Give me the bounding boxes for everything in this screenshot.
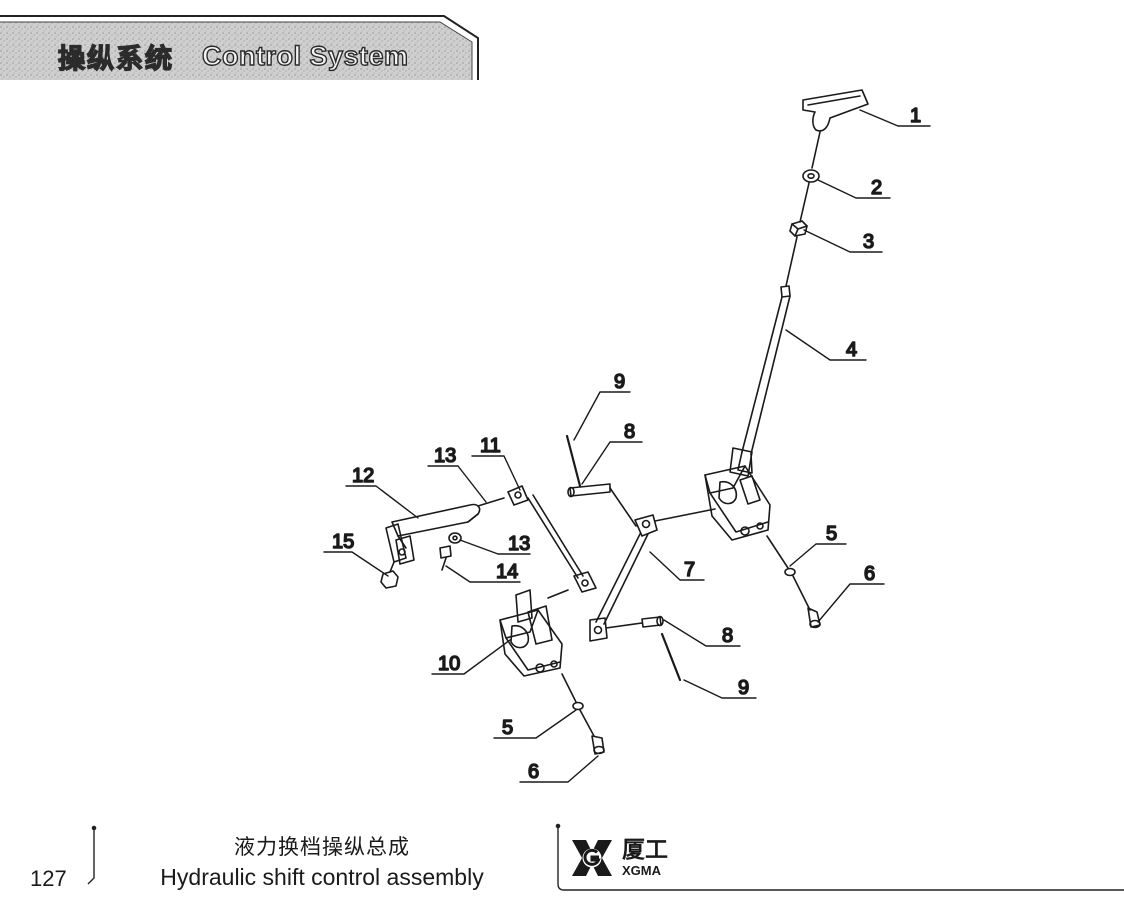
section-header-banner: 操纵系统 Control System <box>0 8 480 80</box>
callout-8-upper: 8 <box>624 421 635 443</box>
part-5-6-upper-bolt <box>766 535 821 629</box>
callout-9-upper: 9 <box>614 371 625 393</box>
callout-1: 1 <box>910 105 921 127</box>
figure-caption: 液力换档操纵总成 Hydraulic shift control assembl… <box>120 832 524 892</box>
banner-background <box>0 15 479 80</box>
section-title: 操纵系统 Control System <box>57 36 409 76</box>
part-7-link-rod <box>589 508 716 642</box>
callout-leader-lines <box>323 109 931 783</box>
part-2-washer <box>799 169 820 223</box>
brand-name-en: XGMA <box>622 863 661 878</box>
part-3-nut <box>785 220 808 287</box>
callout-6-upper: 6 <box>864 563 875 585</box>
section-title-zh: 操纵系统 <box>57 43 174 75</box>
brand-logo: 厦工 XGMA <box>570 836 668 880</box>
callout-15: 15 <box>332 531 354 553</box>
callout-12: 12 <box>352 465 374 487</box>
callout-6-lower: 6 <box>528 761 539 783</box>
upper-shift-bracket <box>704 465 771 541</box>
part-8-9-lower-pin <box>605 615 682 682</box>
caption-zh: 液力换档操纵总成 <box>234 835 410 859</box>
part-10-lower-bracket <box>499 589 563 677</box>
callout-9-lower: 9 <box>738 677 749 699</box>
callout-13-lower: 13 <box>508 533 530 555</box>
callout-3: 3 <box>863 231 874 253</box>
callout-7: 7 <box>684 559 695 581</box>
callout-14: 14 <box>496 561 518 583</box>
part-13-14-15-hardware <box>380 532 462 589</box>
brand-name-zh: 厦工 <box>622 837 668 863</box>
xgma-emblem-icon <box>572 840 612 876</box>
callout-10: 10 <box>438 653 460 675</box>
callout-5-upper: 5 <box>826 523 837 545</box>
callout-13-upper: 13 <box>434 445 456 467</box>
part-11-push-rod <box>507 485 597 599</box>
part-5-6-lower-bolt <box>561 673 605 755</box>
page-number: 127 <box>30 866 67 891</box>
caption-en: Hydraulic shift control assembly <box>160 864 484 890</box>
callout-4: 4 <box>846 339 857 361</box>
callout-8-lower: 8 <box>722 625 733 647</box>
callout-11: 11 <box>480 435 501 457</box>
part-1-handle-knob <box>802 89 869 169</box>
part-4-lever-rod <box>729 285 791 477</box>
section-title-en: Control System <box>201 40 409 71</box>
part-8-9-upper-pin <box>565 434 637 527</box>
callout-2: 2 <box>871 177 882 199</box>
callout-numbers: 1 2 3 4 5 6 7 8 9 8 9 10 5 6 11 12 13 13… <box>331 104 922 784</box>
brand-logo-text: 厦工 XGMA <box>622 837 668 878</box>
part-12-lever-arm <box>385 497 505 565</box>
callout-5-lower: 5 <box>502 717 513 739</box>
